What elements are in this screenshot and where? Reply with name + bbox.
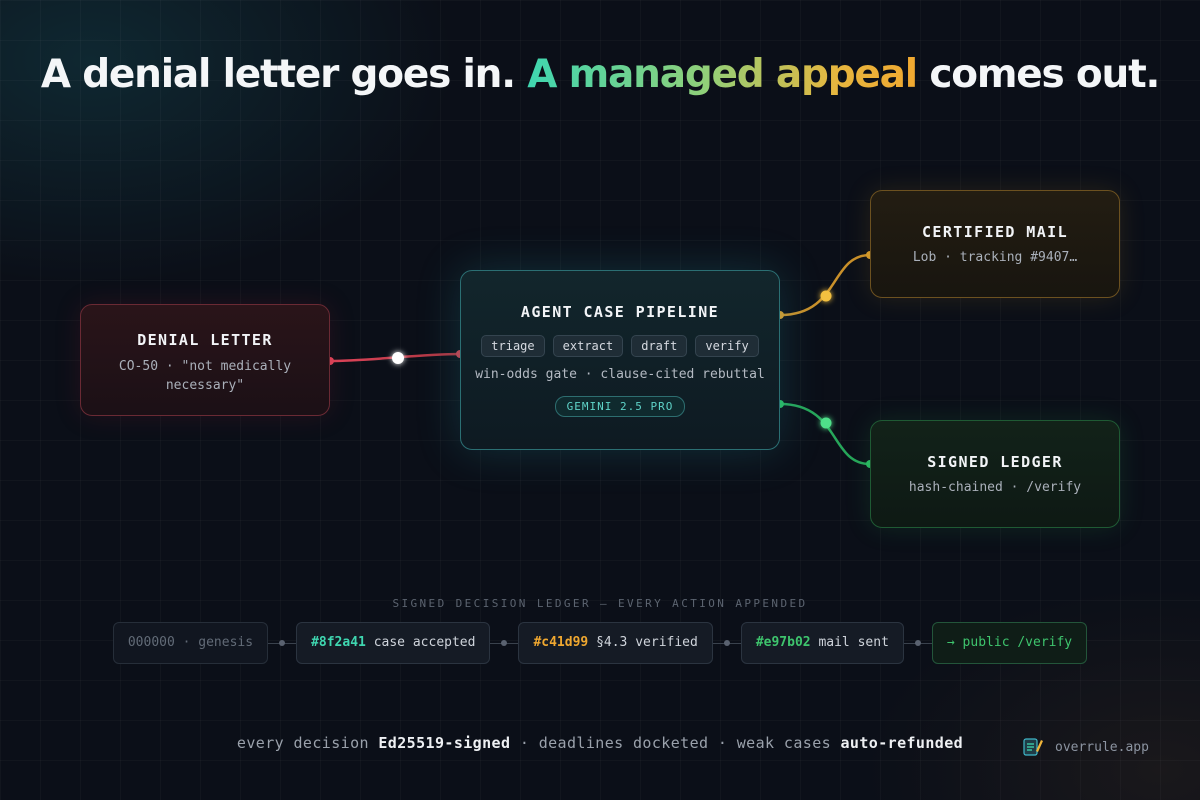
ledger-entry-label: mail sent [810,635,889,650]
chain-link [903,639,932,646]
ledger-entry-label: §4.3 verified [588,635,698,650]
ledger-entry: #c41d99 §4.3 verified [518,622,713,664]
connector-ledger-pulse-dot [820,417,832,429]
footer-text-1: every decision [236,734,379,752]
signed-ledger-card: SIGNED LEDGER hash-chained · /verify [870,420,1120,528]
ledger-entry: #8f2a41 case accepted [296,622,491,664]
ledger-chain: 000000 · genesis #8f2a41 case accepted #… [0,622,1200,664]
signed-ledger-subtitle: hash-chained · /verify [908,480,1082,495]
certified-mail-card: CERTIFIED MAIL Lob · tracking #9407… [870,190,1120,298]
denial-letter-title: DENIAL LETTER [137,331,273,349]
denial-letter-card: DENIAL LETTER CO-50 · "not medically nec… [80,304,330,416]
model-badge: GEMINI 2.5 PRO [554,396,686,417]
agent-pipeline-title: AGENT CASE PIPELINE [520,303,720,321]
headline-highlight: A managed appeal [527,52,918,97]
ledger-entry-hash: #e97b02 [755,635,811,650]
headline-prefix: A denial letter goes in. [40,52,528,97]
connector-mail-pulse-dot [820,290,832,302]
public-verify-link[interactable]: → public /verify [931,622,1088,664]
pipeline-step-triage: triage [481,335,545,357]
connector-pipeline-to-mail [779,253,871,317]
ledger-entry-genesis: 000000 · genesis [112,622,269,664]
agent-pipeline-subtitle: win-odds gate · clause-cited rebuttal [475,367,765,382]
pipeline-step-verify: verify [695,335,759,357]
pipeline-step-draft: draft [631,335,688,357]
ledger-entry-label: case accepted [365,635,476,650]
footer-tagline: every decision Ed25519-signed · deadline… [0,734,1200,752]
ledger-entry-hash: #8f2a41 [311,635,366,650]
footer-text-2: · deadlines docketed · weak cases [510,734,841,752]
headline: A denial letter goes in. A managed appea… [0,52,1200,97]
certified-mail-subtitle: Lob · tracking #9407… [912,250,1078,265]
signed-ledger-title: SIGNED LEDGER [927,453,1063,471]
connector-pipeline-to-ledger [779,402,871,466]
brand[interactable]: overrule.app [1022,736,1149,758]
agent-pipeline-card: AGENT CASE PIPELINE triage extract draft… [460,270,780,450]
certified-mail-title: CERTIFIED MAIL [921,223,1069,241]
ledger-caption: SIGNED DECISION LEDGER — EVERY ACTION AP… [392,597,808,610]
brand-name[interactable]: overrule.app [1055,739,1149,755]
footer-bold-signed: Ed25519-signed [378,734,511,752]
chain-link [268,639,297,646]
ledger-entry-hash: #c41d99 [533,635,589,650]
notepad-pen-icon [1022,736,1044,758]
headline-suffix: comes out. [916,52,1160,97]
footer-bold-refunded: auto-refunded [840,734,964,752]
connector-denial-pulse-dot [392,352,404,364]
chain-link [490,639,519,646]
chain-link [712,639,741,646]
pipeline-step-extract: extract [552,335,624,357]
ledger-entry: #e97b02 mail sent [740,622,904,664]
denial-letter-subtitle: CO-50 · "not medically necessary" [118,359,292,393]
pipeline-steps: triage extract draft verify [461,335,779,357]
